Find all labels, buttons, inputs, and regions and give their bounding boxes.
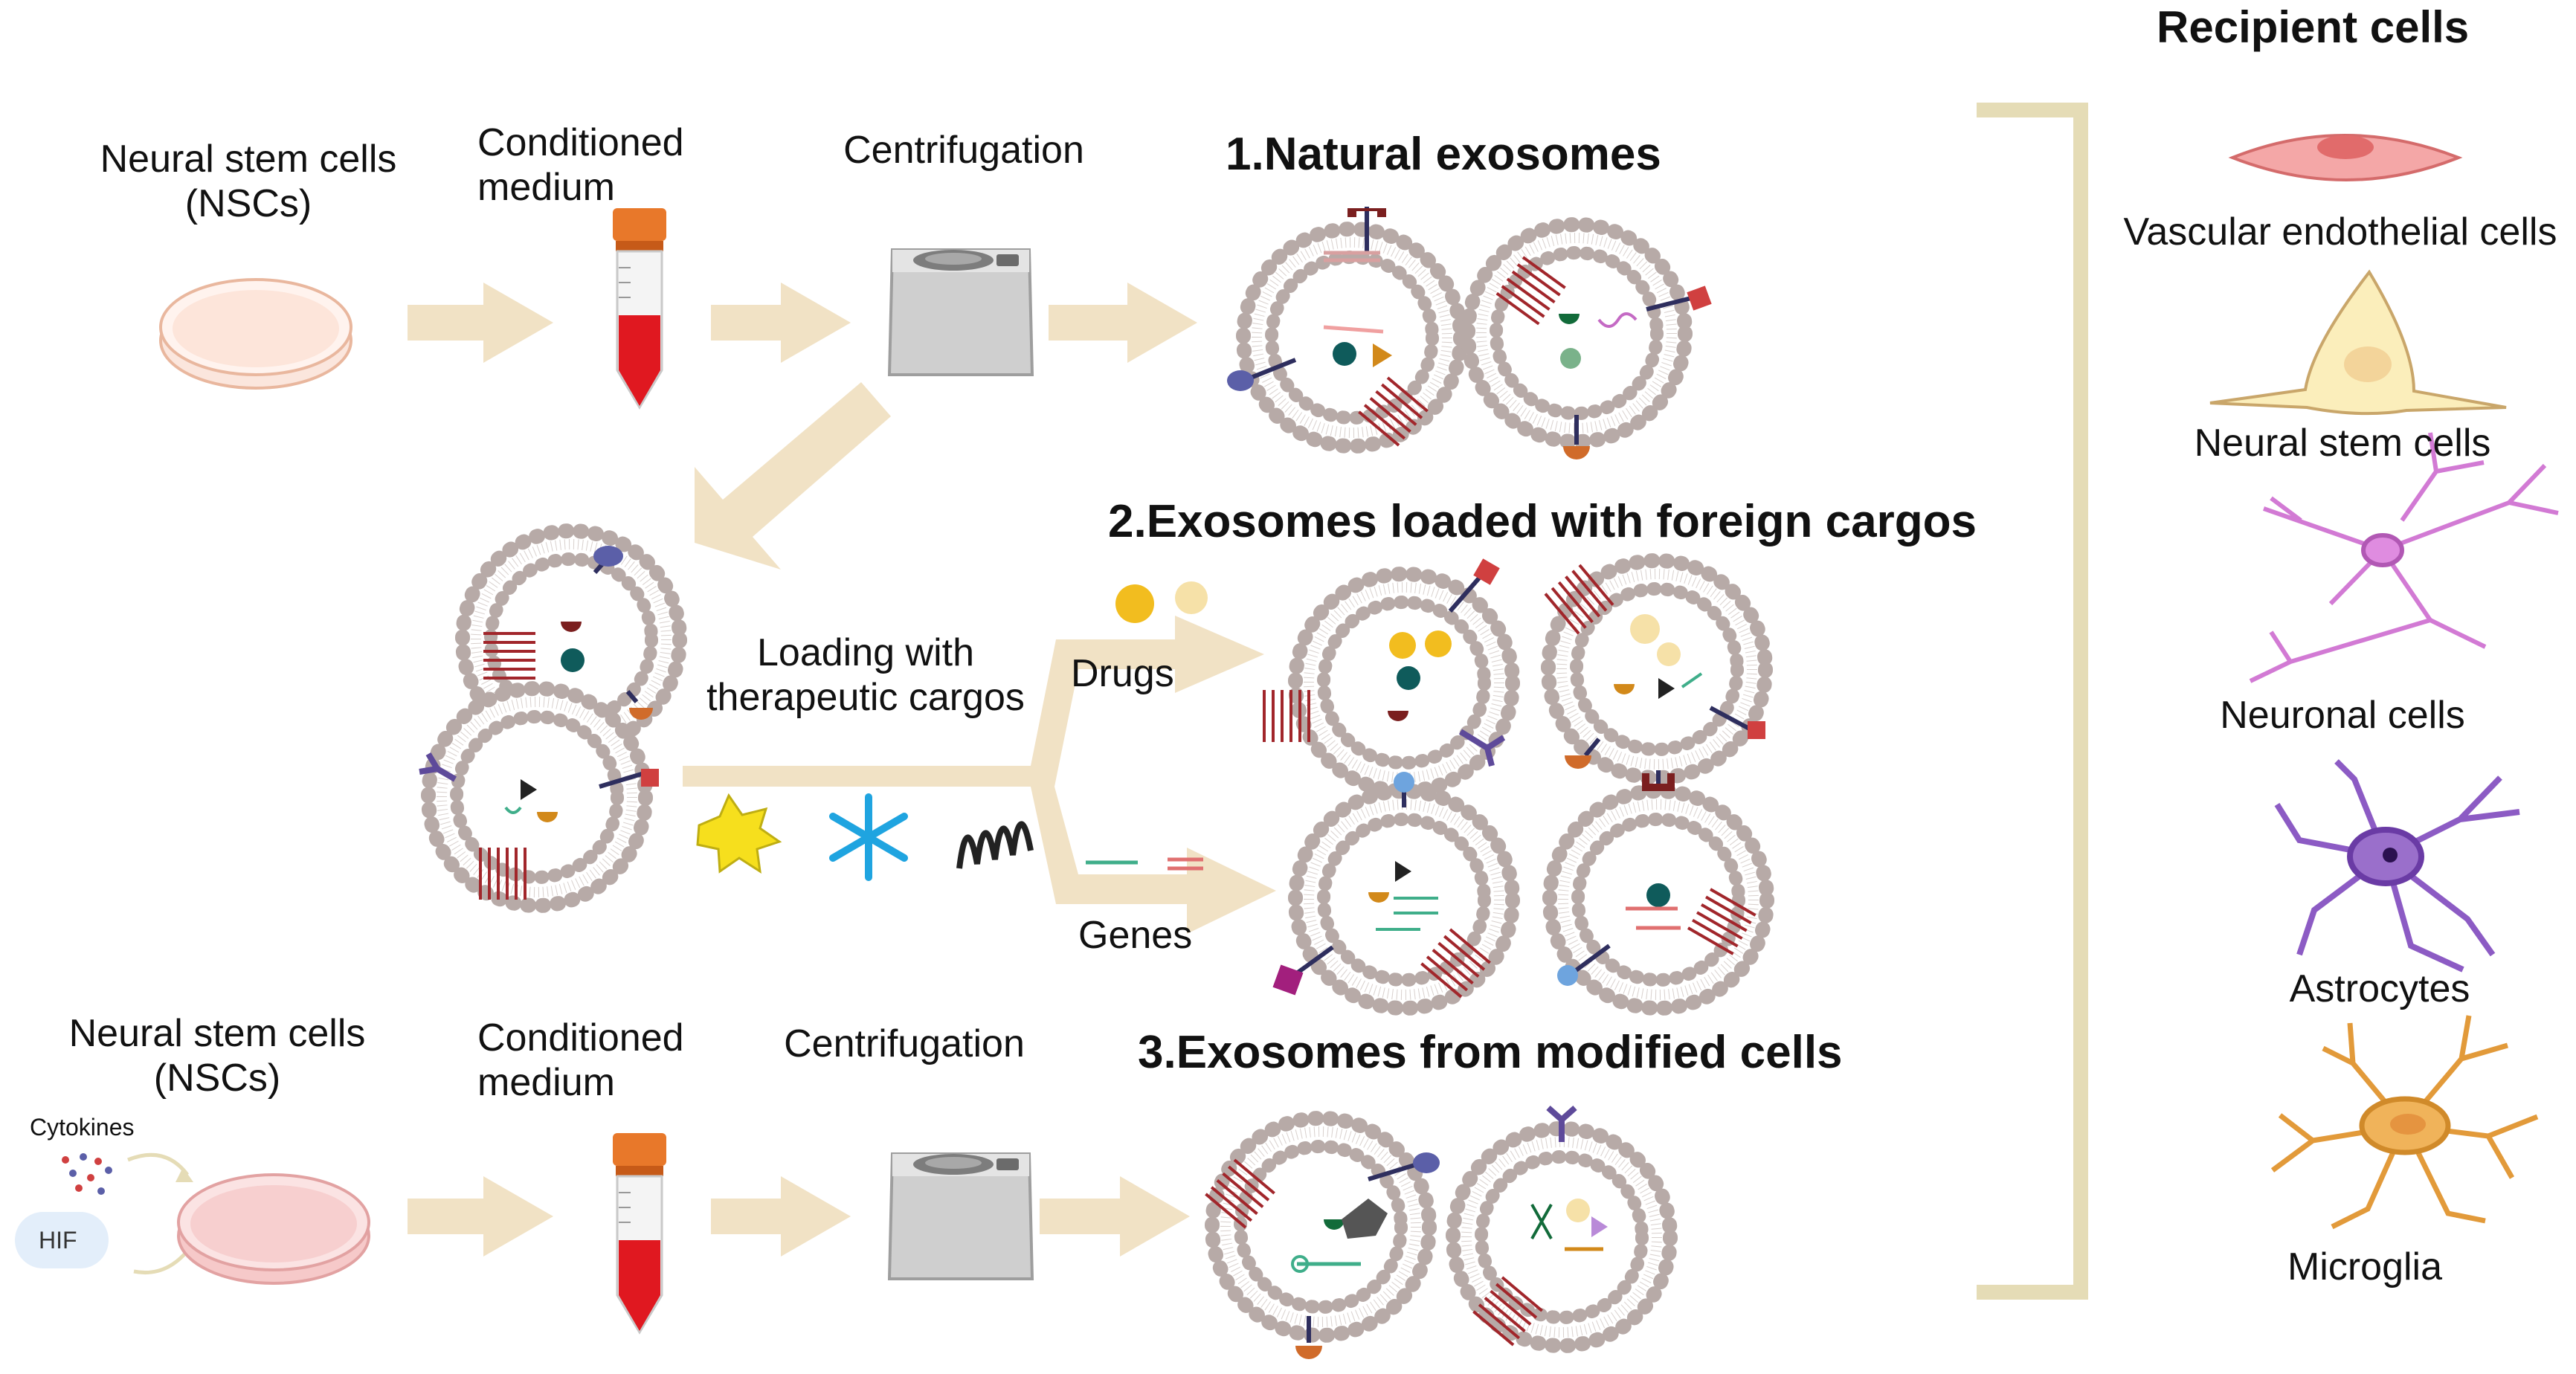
endothelial-cell-icon	[2228, 134, 2463, 181]
recipient-bracket	[1977, 103, 2088, 1300]
top-conditioned-medium-tube	[611, 207, 668, 409]
neuron-icon	[2249, 432, 2559, 683]
top-conditioned-medium-label: Conditioned medium	[477, 121, 684, 209]
drugs-label: Drugs	[1071, 652, 1174, 695]
top-nsc-label: Neural stem cells (NSCs)	[100, 138, 397, 225]
loading-label: Loading with therapeutic cargos	[706, 631, 1025, 719]
recipient-label-neural-stem: Neural stem cells	[2194, 422, 2491, 465]
loaded-drug-exosome-1	[1263, 558, 1513, 791]
loaded-gene-exosome-1	[1272, 772, 1513, 1008]
loaded-drug-exosome-2	[1545, 561, 1765, 778]
drug-cargo-icons	[1115, 581, 1208, 623]
top-arrow-3	[1049, 283, 1197, 363]
parent-exosome-lower	[419, 688, 659, 906]
top-arrow-1	[408, 283, 553, 363]
bottom-nsc-label: Neural stem cells (NSCs)	[68, 1012, 366, 1100]
title-loaded-exosomes: 2.Exosomes loaded with foreign cargos	[1108, 496, 1977, 547]
natural-exosome-1	[1227, 207, 1461, 446]
modified-exosome-2	[1453, 1106, 1670, 1346]
loaded-gene-exosome-2	[1550, 770, 1767, 1008]
recipient-label-endothelial: Vascular endothelial cells	[2123, 210, 2557, 254]
bottom-arrow-3	[1040, 1176, 1190, 1257]
top-arrow-2	[711, 283, 851, 363]
cytokines-label: Cytokines	[30, 1114, 135, 1141]
diagonal-arrow	[695, 382, 891, 570]
recipient-heading: Recipient cells	[2157, 2, 2470, 52]
hif-badge	[15, 1212, 109, 1268]
top-centrifuge	[888, 248, 1034, 376]
recipient-label-microglia: Microglia	[2287, 1245, 2443, 1288]
bottom-arrow-1	[408, 1176, 553, 1257]
title-modified-exosomes: 3.Exosomes from modified cells	[1138, 1027, 1843, 1078]
bottom-conditioned-medium-tube	[611, 1132, 668, 1334]
recipient-label-neuronal: Neuronal cells	[2220, 694, 2465, 737]
bottom-arrow-2	[711, 1176, 851, 1257]
top-petri-dish	[159, 278, 352, 390]
top-centrifugation-label: Centrifugation	[843, 129, 1084, 172]
natural-exosome-2	[1468, 225, 1712, 459]
gene-cargo-icons	[1086, 857, 1203, 871]
recipient-label-astrocytes: Astrocytes	[2289, 967, 2470, 1010]
modified-exosome-1	[1204, 1118, 1440, 1359]
parent-exosome-upper	[463, 531, 680, 748]
astrocyte-icon	[2274, 759, 2520, 973]
sonication-coil-icon	[956, 821, 1034, 869]
cytokine-arrow	[127, 1152, 193, 1182]
title-natural-exosomes: 1.Natural exosomes	[1226, 129, 1661, 180]
microglia-icon	[2270, 1015, 2539, 1230]
loading-branch-arrows	[683, 616, 1276, 934]
hif-label: HIF	[39, 1227, 77, 1254]
bottom-petri-dish	[177, 1173, 370, 1285]
energy-burst-icon	[696, 793, 782, 874]
bottom-centrifugation-label: Centrifugation	[784, 1022, 1025, 1065]
genes-label: Genes	[1078, 914, 1193, 957]
neural-stem-cell-icon	[2209, 269, 2507, 416]
bottom-centrifuge	[888, 1152, 1034, 1280]
cytokine-dots	[62, 1153, 112, 1195]
bottom-conditioned-medium-label: Conditioned medium	[477, 1016, 684, 1104]
snowflake-icon	[829, 793, 908, 881]
